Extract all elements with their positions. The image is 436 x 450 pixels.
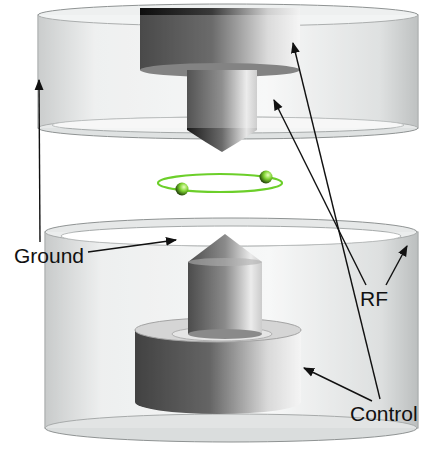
upper-electrode bbox=[38, 4, 418, 152]
lower-electrode bbox=[45, 218, 418, 442]
leader-lines bbox=[39, 43, 407, 401]
control-label: Control bbox=[350, 402, 418, 426]
ground-label: Ground bbox=[14, 244, 84, 268]
ion-ring bbox=[158, 171, 282, 196]
rf-label: RF bbox=[360, 287, 388, 311]
